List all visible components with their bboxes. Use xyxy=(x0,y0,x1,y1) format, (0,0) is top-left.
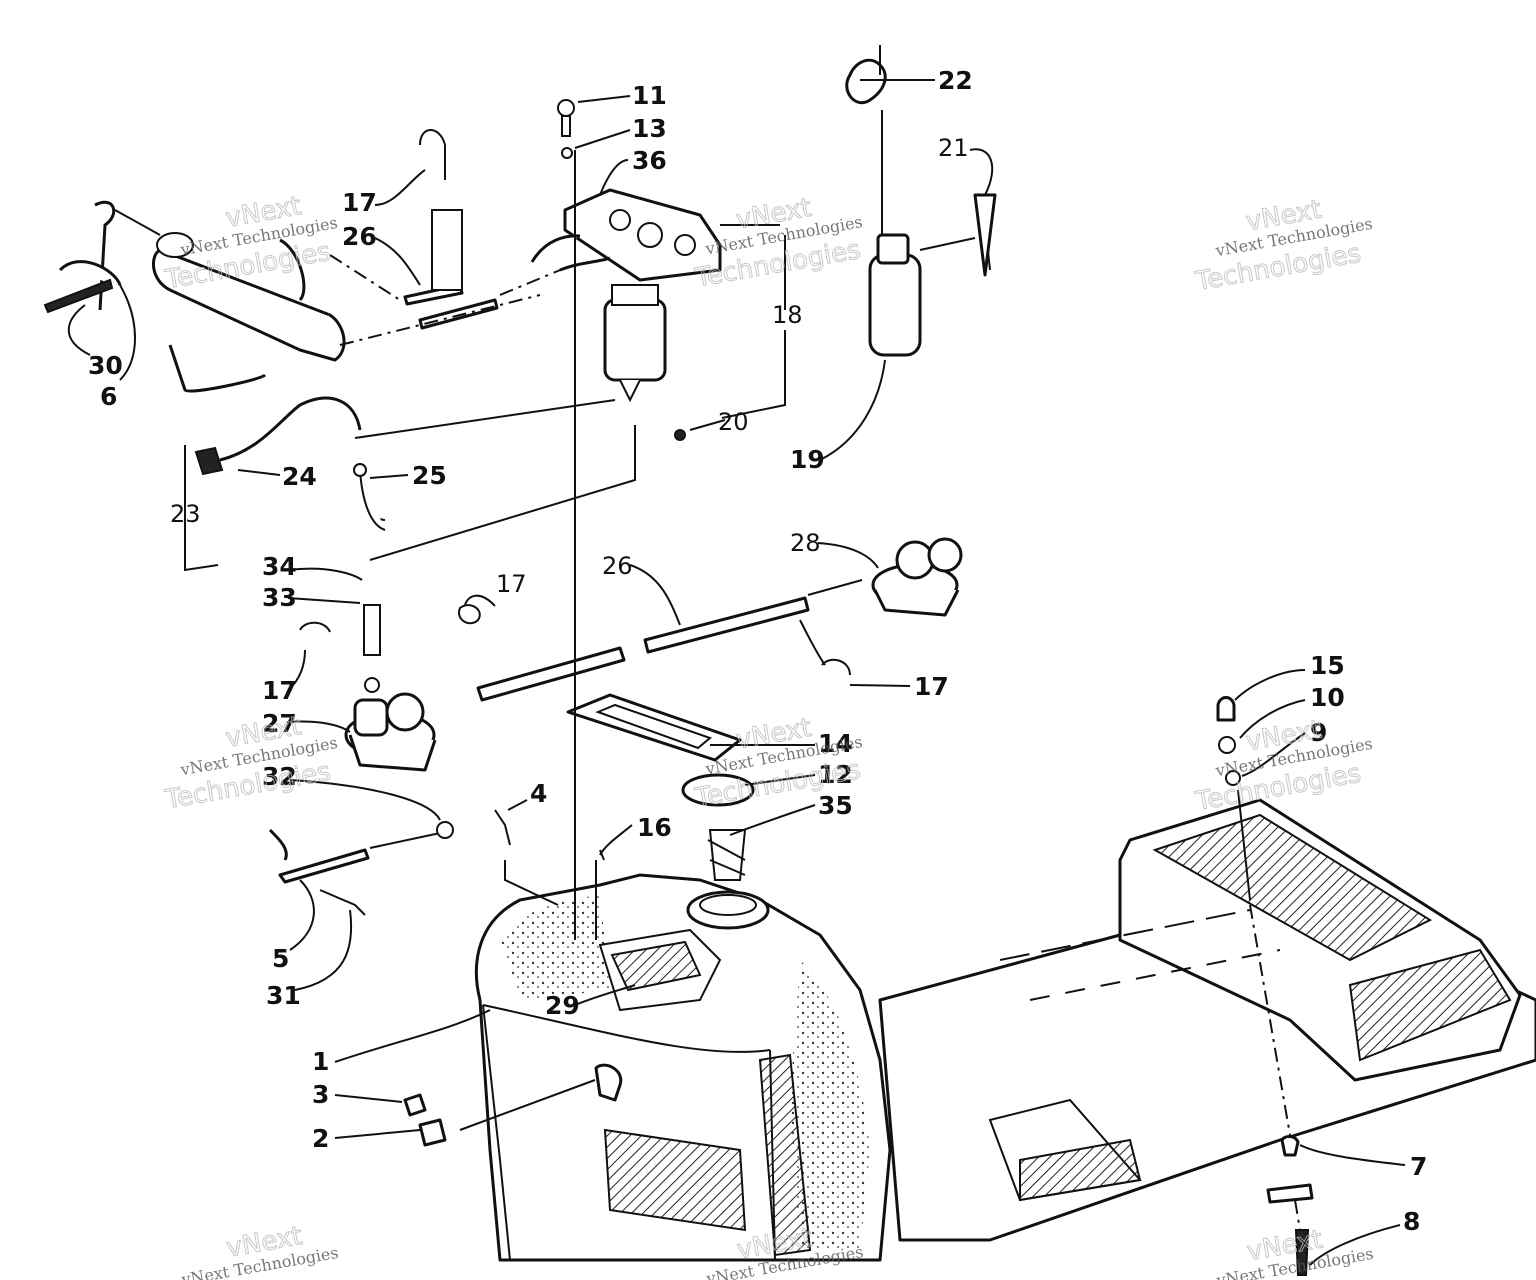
watermark-mid-right: vNext vNext Technologies Technologies xyxy=(1192,714,1374,818)
callout-16: 16 xyxy=(637,813,672,842)
watermark-top-left: vNext vNext Technologies Technologies xyxy=(162,191,339,296)
callout-32: 32 xyxy=(262,762,297,791)
watermark-bottom-right: vNext vNext Technologies xyxy=(1214,1224,1375,1280)
callout-6: 6 xyxy=(100,382,117,411)
callout-35: 35 xyxy=(818,791,853,820)
callout-23: 23 xyxy=(170,500,201,528)
fuel-tank xyxy=(474,873,892,1262)
small-parts xyxy=(268,99,1314,1276)
chassis-tunnel xyxy=(878,798,1536,1242)
callout-33: 33 xyxy=(262,583,297,612)
callout-2: 2 xyxy=(312,1124,329,1153)
callout-labels: 11 13 36 17 26 22 21 18 20 19 30 6 24 25… xyxy=(88,66,1427,1236)
callout-25: 25 xyxy=(412,461,447,490)
watermark-bottom-left: vNext vNext Technologies xyxy=(179,1221,340,1280)
fuel-rail xyxy=(43,201,346,393)
hose-upper xyxy=(403,129,499,330)
callout-27: 27 xyxy=(262,709,297,738)
callout-17-mid: 17 xyxy=(496,570,527,598)
callout-28: 28 xyxy=(790,529,821,557)
callout-17-top: 17 xyxy=(342,188,377,217)
callout-leaders xyxy=(67,79,1406,1266)
callout-36: 36 xyxy=(632,146,667,175)
callout-21: 21 xyxy=(938,134,969,162)
callout-5: 5 xyxy=(272,944,289,973)
callout-1: 1 xyxy=(312,1047,329,1076)
callout-13: 13 xyxy=(632,114,667,143)
callout-18: 18 xyxy=(772,301,803,329)
callout-15: 15 xyxy=(1310,651,1345,680)
callout-10: 10 xyxy=(1310,683,1345,712)
callout-11: 11 xyxy=(632,81,667,110)
wire-harness xyxy=(194,396,386,531)
callout-34: 34 xyxy=(262,552,297,581)
callout-12: 12 xyxy=(818,760,853,789)
callout-4: 4 xyxy=(530,779,547,808)
watermark-top-center: vNext vNext Technologies Technologies xyxy=(692,192,864,294)
fuel-pump xyxy=(845,45,997,357)
throttle-body-assembly xyxy=(530,188,722,403)
callout-9: 9 xyxy=(1310,718,1327,747)
fuel-cap xyxy=(681,773,755,881)
callout-14: 14 xyxy=(818,729,853,758)
callout-30: 30 xyxy=(88,351,123,380)
leader-lines xyxy=(114,150,1301,1231)
fuel-sender-right xyxy=(871,537,963,617)
callout-8: 8 xyxy=(1403,1207,1420,1236)
callout-24: 24 xyxy=(282,462,317,491)
callout-20: 20 xyxy=(718,408,749,436)
callout-7: 7 xyxy=(1410,1152,1427,1181)
callout-29: 29 xyxy=(545,991,580,1020)
callout-17-right: 17 xyxy=(914,672,949,701)
watermark-top-right: vNext vNext Technologies Technologies xyxy=(1192,194,1374,298)
callout-19: 19 xyxy=(790,445,825,474)
callout-22: 22 xyxy=(938,66,973,95)
callout-3: 3 xyxy=(312,1080,329,1109)
callout-17-left: 17 xyxy=(262,676,297,705)
callout-31: 31 xyxy=(266,981,301,1010)
callout-26-mid: 26 xyxy=(602,552,633,580)
fuel-sender-left xyxy=(344,604,437,772)
callout-26-top: 26 xyxy=(342,222,377,251)
